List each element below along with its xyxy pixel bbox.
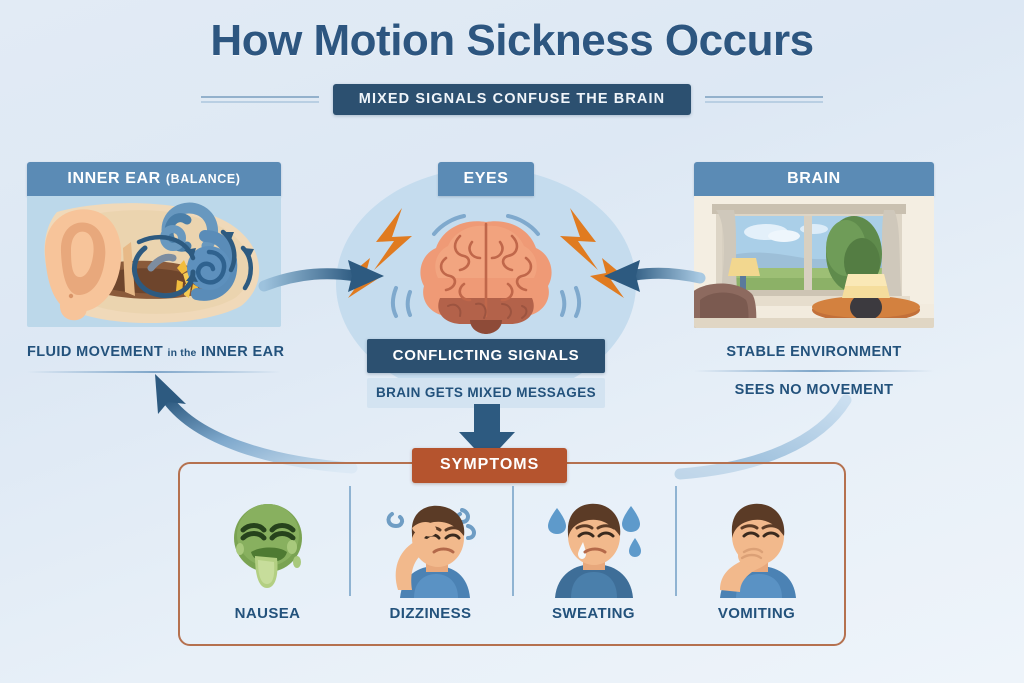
decorative-rule-left: [200, 96, 319, 103]
symptoms-badge: SYMPTOMS: [412, 448, 568, 483]
symptom-item-vomiting[interactable]: VOMITING: [675, 478, 838, 628]
subtitle-row: MIXED SIGNALS CONFUSE THE BRAIN: [0, 84, 1024, 115]
panel-eyes-header: EYES: [438, 162, 534, 196]
stable-environment-caption-rule: [694, 370, 934, 372]
stable-environment-caption: STABLE ENVIRONMENT: [726, 344, 902, 360]
lightning-bolt-group-right: [560, 208, 626, 298]
person-holding-head-icon: [376, 494, 486, 598]
symptoms-to-ear-feedback-arrow: [155, 374, 358, 474]
page-title: How Motion Sickness Occurs: [210, 16, 814, 65]
panel-brain-environment: BRAIN: [694, 162, 934, 398]
inner-ear-caption-tail: INNER EAR: [201, 344, 285, 360]
stable-room-with-window-illustration: [694, 196, 934, 328]
symptom-item-nausea[interactable]: NAUSEA: [186, 478, 349, 628]
inner-ear-anatomy-illustration: [27, 196, 281, 327]
mixed-messages-banner: BRAIN GETS MIXED MESSAGES: [367, 378, 605, 408]
lightning-bolt-group-left: [346, 208, 412, 298]
inner-ear-caption: FLUID MOVEMENT in the INNER EAR: [27, 344, 285, 360]
panel-inner-ear-header-suffix: (BALANCE): [165, 172, 241, 186]
decorative-rule-right: [705, 96, 824, 103]
brain-with-lightning-bolts-illustration: [330, 196, 642, 336]
person-with-sweat-drops-icon: [539, 494, 649, 598]
symptom-label-nausea: NAUSEA: [234, 605, 301, 622]
subtitle-banner: MIXED SIGNALS CONFUSE THE BRAIN: [332, 84, 692, 115]
person-covering-mouth-icon: [702, 494, 812, 598]
sweat-drops: [547, 506, 641, 557]
sees-no-movement-caption: SEES NO MOVEMENT: [734, 382, 894, 398]
symptom-label-sweating: SWEATING: [552, 605, 635, 622]
symptom-label-dizziness: DIZZINESS: [389, 605, 472, 622]
symptoms-list: NAUSEA: [186, 478, 838, 628]
inner-ear-caption-lead: FLUID MOVEMENT: [27, 344, 164, 360]
panel-brain-header: BRAIN: [694, 162, 934, 196]
conflicting-signals-banner: CONFLICTING SIGNALS: [367, 339, 605, 373]
inner-ear-caption-mid: in the: [167, 348, 197, 359]
brain-shape: [420, 221, 552, 334]
panel-inner-ear: INNER EAR (BALANCE): [27, 162, 285, 373]
panel-inner-ear-header: INNER EAR (BALANCE): [27, 162, 281, 196]
symptom-item-dizziness[interactable]: DIZZINESS: [349, 478, 512, 628]
nauseated-green-face-icon: [213, 494, 323, 598]
symptom-item-sweating[interactable]: SWEATING: [512, 478, 675, 628]
symptom-label-vomiting: VOMITING: [717, 605, 796, 622]
panel-inner-ear-header-main: INNER EAR: [67, 170, 161, 187]
inner-ear-caption-rule: [27, 371, 281, 373]
